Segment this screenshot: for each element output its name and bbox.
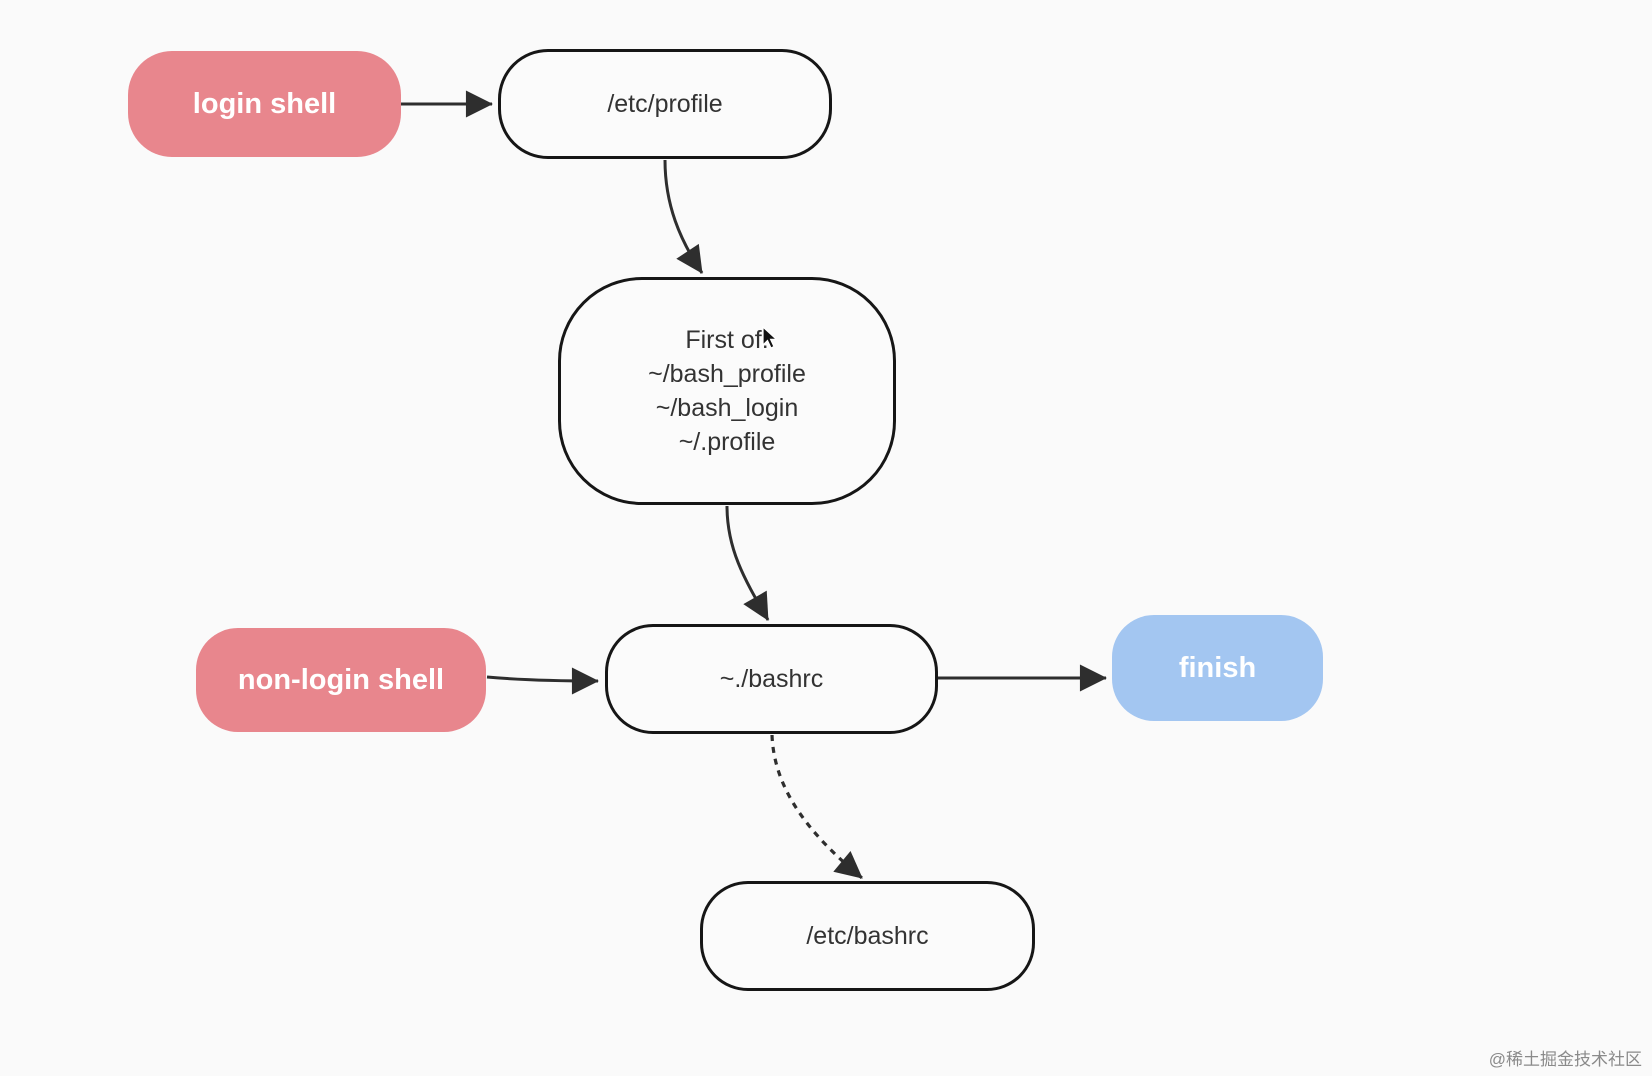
node-non-login-shell-label: non-login shell bbox=[237, 663, 445, 696]
node-finish: finish bbox=[1112, 615, 1323, 721]
edge-non-login-shell-to-bashrc bbox=[486, 667, 599, 695]
node-first-of: First of: ~/bash_profile ~/bash_login ~/… bbox=[558, 277, 896, 505]
edge-bashrc-to-etc-bashrc bbox=[770, 734, 864, 880]
node-bashrc-label: ~./bashrc bbox=[719, 664, 824, 693]
node-etc-profile-label: /etc/profile bbox=[607, 89, 723, 118]
node-first-of-line-2: ~/bash_profile bbox=[648, 360, 806, 388]
edge-etc-profile-to-first-of bbox=[663, 159, 704, 274]
node-bashrc: ~./bashrc bbox=[605, 624, 938, 734]
node-login-shell-label: login shell bbox=[192, 87, 337, 120]
node-finish-label: finish bbox=[1178, 651, 1257, 684]
node-first-of-line-4: ~/.profile bbox=[678, 428, 776, 456]
node-etc-bashrc: /etc/bashrc bbox=[700, 881, 1035, 991]
node-first-of-line-1: First of: bbox=[685, 326, 769, 354]
node-first-of-line-3: ~/bash_login bbox=[655, 394, 799, 422]
node-etc-profile: /etc/profile bbox=[498, 49, 832, 159]
edge-first-of-to-bashrc bbox=[725, 505, 770, 621]
node-non-login-shell: non-login shell bbox=[196, 628, 486, 732]
watermark: @稀土掘金技术社区 bbox=[1488, 1050, 1642, 1069]
node-login-shell: login shell bbox=[128, 51, 401, 157]
node-etc-bashrc-label: /etc/bashrc bbox=[806, 921, 929, 950]
mouse-cursor-icon bbox=[762, 326, 778, 349]
